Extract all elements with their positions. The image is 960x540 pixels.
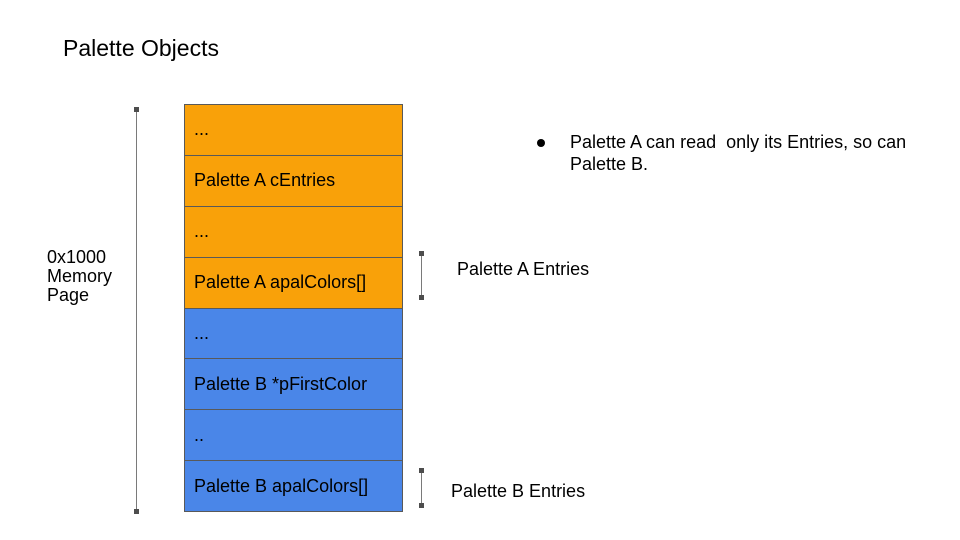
memory-map-stack: ... Palette A cEntries ... Palette A apa…: [184, 104, 403, 512]
memory-row: ...: [185, 105, 402, 156]
memory-row: Palette A apalColors[]: [185, 257, 402, 309]
memory-row: Palette B apalColors[]: [185, 461, 402, 511]
note-line: Palette A can read only its Entries, so …: [570, 132, 907, 152]
memory-row: ..: [185, 410, 402, 462]
memory-page-extent-line: [134, 107, 139, 514]
memory-row: ...: [185, 308, 402, 360]
memory-page-label: 0x1000 Memory Page: [47, 247, 113, 305]
palette-b-entries-bracket: [419, 468, 424, 508]
palette-a-entries-bracket: [419, 251, 424, 300]
memory-row: Palette A cEntries: [185, 155, 402, 207]
bullet-icon: [537, 139, 545, 147]
note-text: Palette A can read only its Entries, so …: [570, 131, 906, 175]
page-title: Palette Objects: [63, 35, 219, 61]
note-line: Palette B.: [570, 154, 649, 174]
palette-b-entries-label: Palette B Entries: [451, 481, 586, 501]
memory-row: Palette B *pFirstColor: [185, 359, 402, 411]
palette-a-entries-label: Palette A Entries: [457, 259, 590, 279]
memory-row: ...: [185, 206, 402, 258]
